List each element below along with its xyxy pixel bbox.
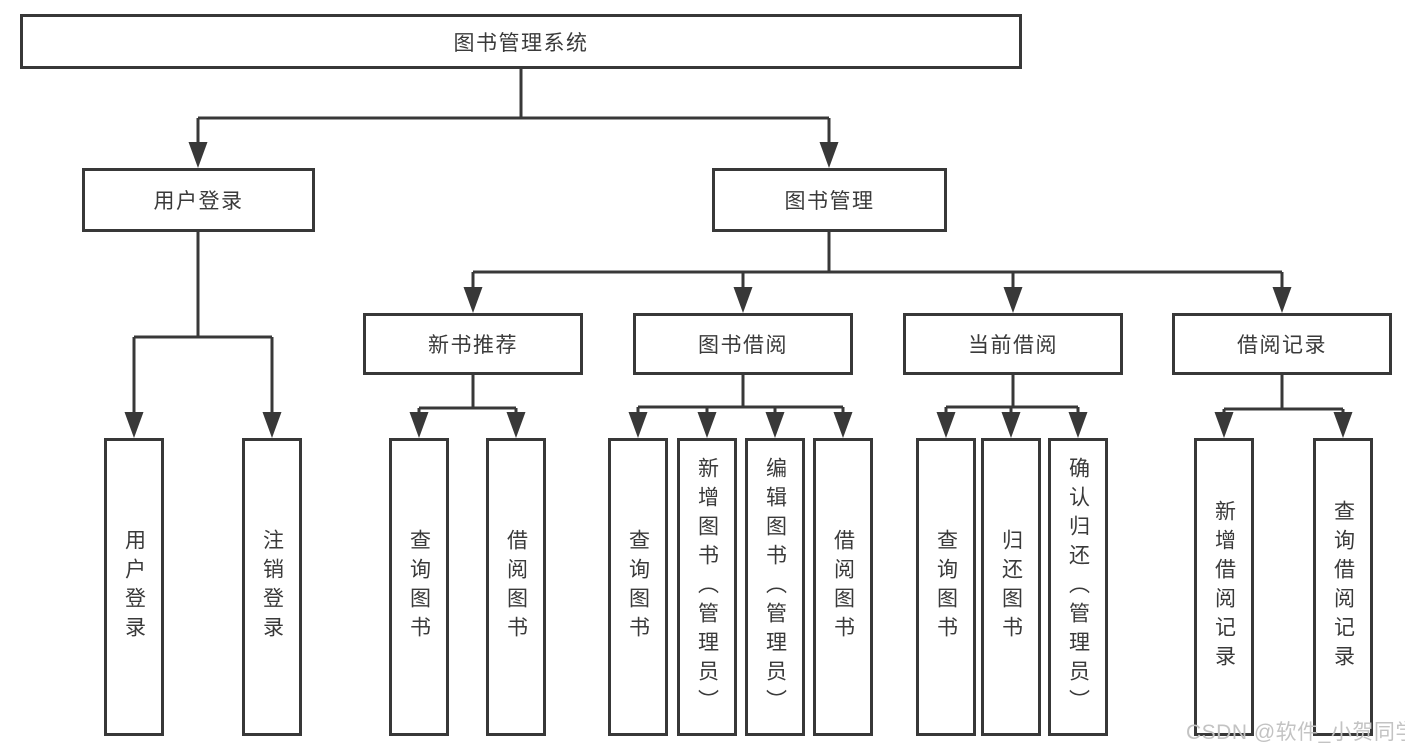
node-edit-book-admin: 编辑图书（管理员） [745, 438, 805, 736]
node-query-borrow-record: 查询借阅记录 [1313, 438, 1373, 736]
node-user-login: 用户登录 [82, 168, 315, 232]
node-logout-label: 注销登录 [260, 529, 284, 645]
node-book-management: 图书管理 [712, 168, 947, 232]
node-borrow-books: 借阅图书 [813, 438, 873, 736]
node-add-borrow-record: 新增借阅记录 [1194, 438, 1254, 736]
node-return-book-label: 归还图书 [999, 529, 1023, 645]
node-borrowing-records-label: 借阅记录 [1237, 334, 1327, 357]
node-root: 图书管理系统 [20, 14, 1022, 69]
node-query-books-current: 查询图书 [916, 438, 976, 736]
node-query-books-borrowing: 查询图书 [608, 438, 668, 736]
node-add-book-admin-label: 新增图书（管理员） [695, 456, 719, 718]
node-query-books-recommend-label: 查询图书 [407, 529, 431, 645]
node-logout: 注销登录 [242, 438, 302, 736]
csdn-watermark: CSDN @软件_小贺同学 [1186, 721, 1405, 744]
node-borrow-books-recommend-label: 借阅图书 [504, 529, 528, 645]
node-login: 用户登录 [104, 438, 164, 736]
node-borrowing-records: 借阅记录 [1172, 313, 1392, 375]
node-query-books-current-label: 查询图书 [934, 529, 958, 645]
node-add-book-admin: 新增图书（管理员） [677, 438, 737, 736]
node-query-books-recommend: 查询图书 [389, 438, 449, 736]
node-current-borrowing: 当前借阅 [903, 313, 1123, 375]
node-book-management-label: 图书管理 [784, 190, 875, 213]
node-user-login-label: 用户登录 [153, 190, 244, 213]
node-book-borrowing: 图书借阅 [633, 313, 853, 375]
node-borrow-books-label: 借阅图书 [831, 529, 855, 645]
node-new-book-recommend-label: 新书推荐 [428, 334, 518, 357]
node-edit-book-admin-label: 编辑图书（管理员） [763, 456, 787, 718]
node-add-borrow-record-label: 新增借阅记录 [1212, 500, 1236, 674]
node-query-books-borrowing-label: 查询图书 [626, 529, 650, 645]
node-root-label: 图书管理系统 [453, 31, 589, 55]
node-new-book-recommend: 新书推荐 [363, 313, 583, 375]
node-query-borrow-record-label: 查询借阅记录 [1331, 500, 1355, 674]
node-borrow-books-recommend: 借阅图书 [486, 438, 546, 736]
node-login-label: 用户登录 [122, 529, 146, 645]
node-confirm-return-admin: 确认归还（管理员） [1048, 438, 1108, 736]
node-current-borrowing-label: 当前借阅 [968, 334, 1058, 357]
node-return-book: 归还图书 [981, 438, 1041, 736]
node-book-borrowing-label: 图书借阅 [698, 334, 788, 357]
node-confirm-return-admin-label: 确认归还（管理员） [1066, 456, 1090, 718]
